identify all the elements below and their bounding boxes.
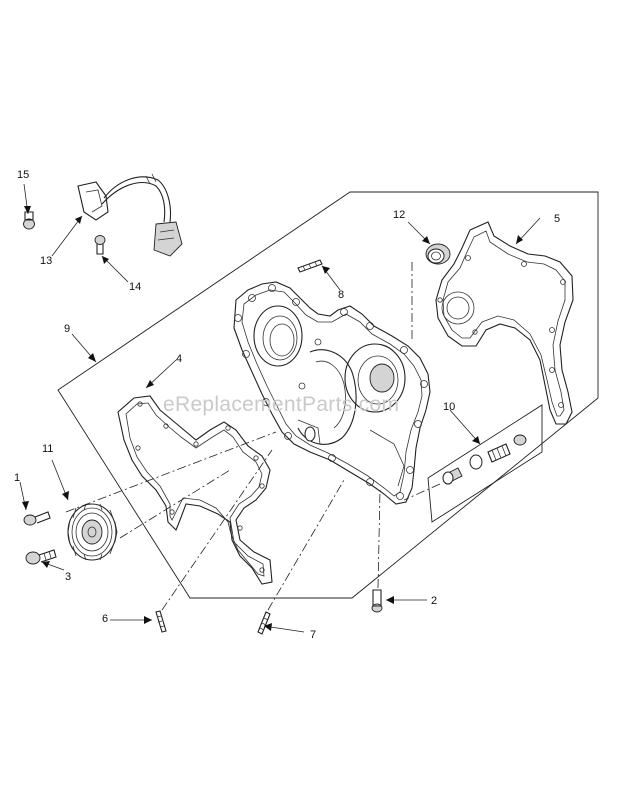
callout-10: 10 [443,401,455,413]
watermark-text: eReplacementParts.com [163,393,399,416]
callout-14: 14 [129,281,141,293]
assembly-center-lines [65,262,441,611]
bolt-part-2 [371,589,383,613]
gasket-part-4 [117,395,273,585]
callout-8: 8 [338,289,344,301]
callout-6: 6 [102,613,108,625]
callout-12: 12 [393,209,405,221]
sensor-part-13 [77,173,183,257]
bolt-part-1 [23,511,51,526]
stud-part-6 [155,610,167,633]
stud-part-7 [257,611,271,635]
callout-2: 2 [431,595,437,607]
callout-7: 7 [310,629,316,641]
callout-5: 5 [554,213,560,225]
seal-part-12 [425,243,451,265]
assembly-boundary-9 [57,191,599,599]
callout-4: 4 [176,353,182,365]
bolt-part-3 [25,549,57,565]
timing-cover [233,281,431,505]
inset-box-10 [427,404,543,523]
callout-11: 11 [42,443,53,455]
callout-13: 13 [40,255,52,267]
gasket-part-5 [435,221,574,425]
screw-part-14 [94,235,106,255]
callout-3: 3 [65,571,71,583]
leader-arrowheads [22,206,523,631]
callout-1: 1 [14,472,20,484]
relief-valve-part-10 [442,434,527,485]
gear-part-11 [67,503,118,561]
stud-part-8 [297,259,323,273]
callout-15: 15 [17,169,29,181]
callout-9: 9 [64,323,70,335]
callout-labels: 1 2 3 4 5 6 7 8 9 10 11 12 13 14 15 [14,169,560,641]
bolt-part-15 [23,211,35,230]
